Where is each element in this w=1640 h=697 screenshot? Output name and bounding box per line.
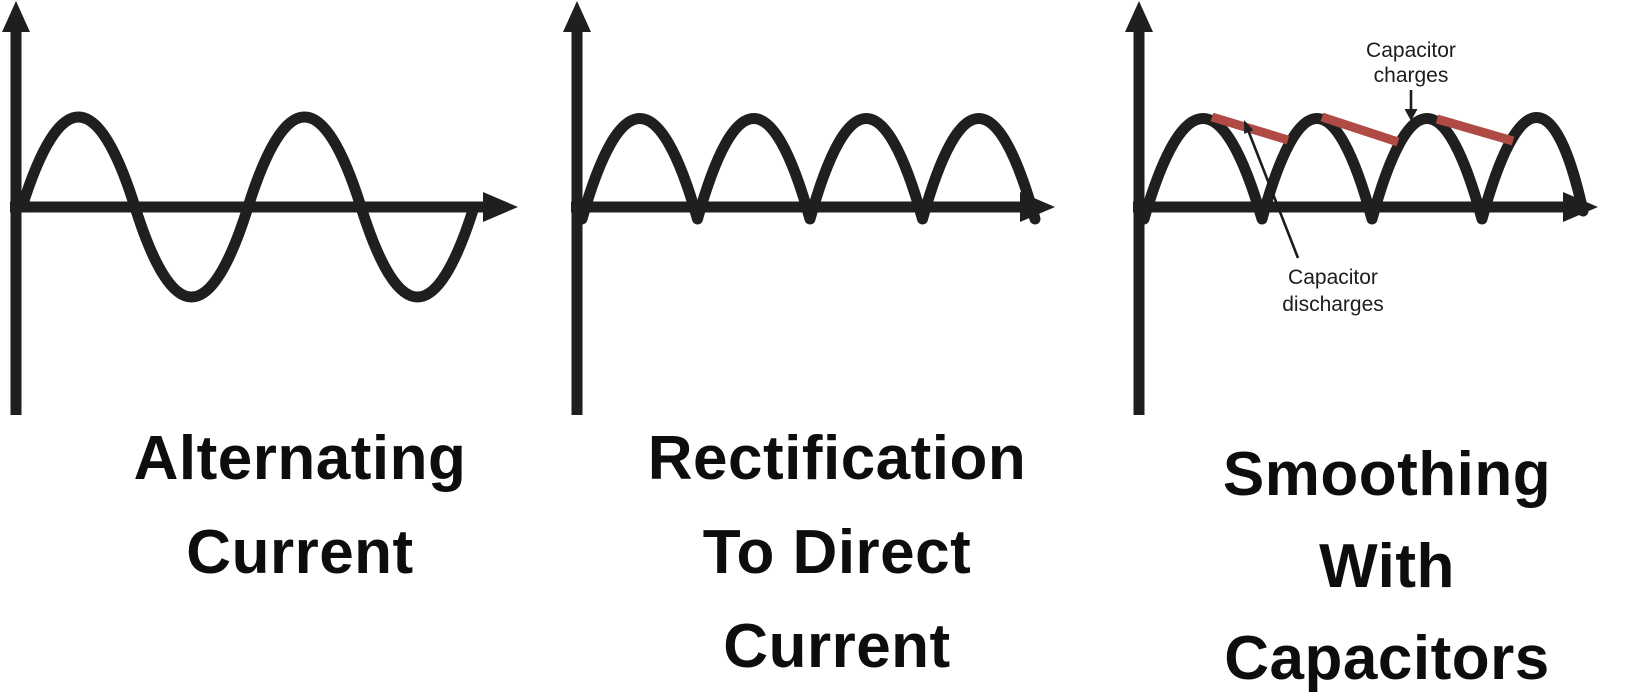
discharges-annotation-arrow bbox=[1244, 120, 1300, 259]
title-line: Rectification bbox=[647, 424, 1027, 493]
annotation-line: Capacitor bbox=[1288, 266, 1378, 289]
annotation-line: discharges bbox=[1282, 293, 1384, 316]
title-line: Capacitors bbox=[1224, 624, 1550, 693]
arrow-head-icon bbox=[1244, 120, 1254, 134]
y-axis-arrowhead-icon bbox=[1125, 1, 1153, 32]
capacitor-charges-label: Capacitor charges bbox=[1341, 38, 1481, 88]
x-axis-arrowhead-icon bbox=[483, 192, 518, 222]
arrow-shaft bbox=[1247, 131, 1300, 259]
title-line: With bbox=[1319, 532, 1455, 601]
title-line: Current bbox=[723, 612, 951, 681]
title-line: Current bbox=[186, 518, 414, 587]
panel-title: Alternating Current bbox=[30, 412, 570, 600]
annotation-line: Capacitor bbox=[1366, 39, 1456, 62]
title-line: Alternating bbox=[133, 424, 467, 493]
capacitor-discharge-line bbox=[1320, 112, 1400, 147]
annotation-line: charges bbox=[1373, 64, 1449, 87]
rectified-humps-curve bbox=[1138, 112, 1589, 225]
charges-annotation-arrow bbox=[1404, 90, 1418, 121]
title-line: To Direct bbox=[702, 518, 972, 587]
rectified-humps-curve bbox=[576, 113, 1041, 225]
rectified-waveform-plot bbox=[563, 1, 1055, 415]
ac-waveform-plot bbox=[2, 1, 518, 415]
panel-title: Rectification To Direct Current bbox=[597, 412, 1077, 694]
y-axis-arrowhead-icon bbox=[2, 1, 30, 32]
panel-title: Smoothing With Capacitors bbox=[1147, 429, 1627, 697]
capacitor-discharges-label: Capacitor discharges bbox=[1248, 264, 1418, 318]
title-line: Smoothing bbox=[1222, 440, 1552, 509]
y-axis-arrowhead-icon bbox=[563, 1, 591, 32]
smoothed-waveform-plot bbox=[1125, 1, 1598, 415]
capacitor-discharge-line bbox=[1435, 114, 1515, 146]
arrow-head-icon bbox=[1404, 109, 1418, 121]
sine-wave-curve bbox=[16, 111, 480, 303]
